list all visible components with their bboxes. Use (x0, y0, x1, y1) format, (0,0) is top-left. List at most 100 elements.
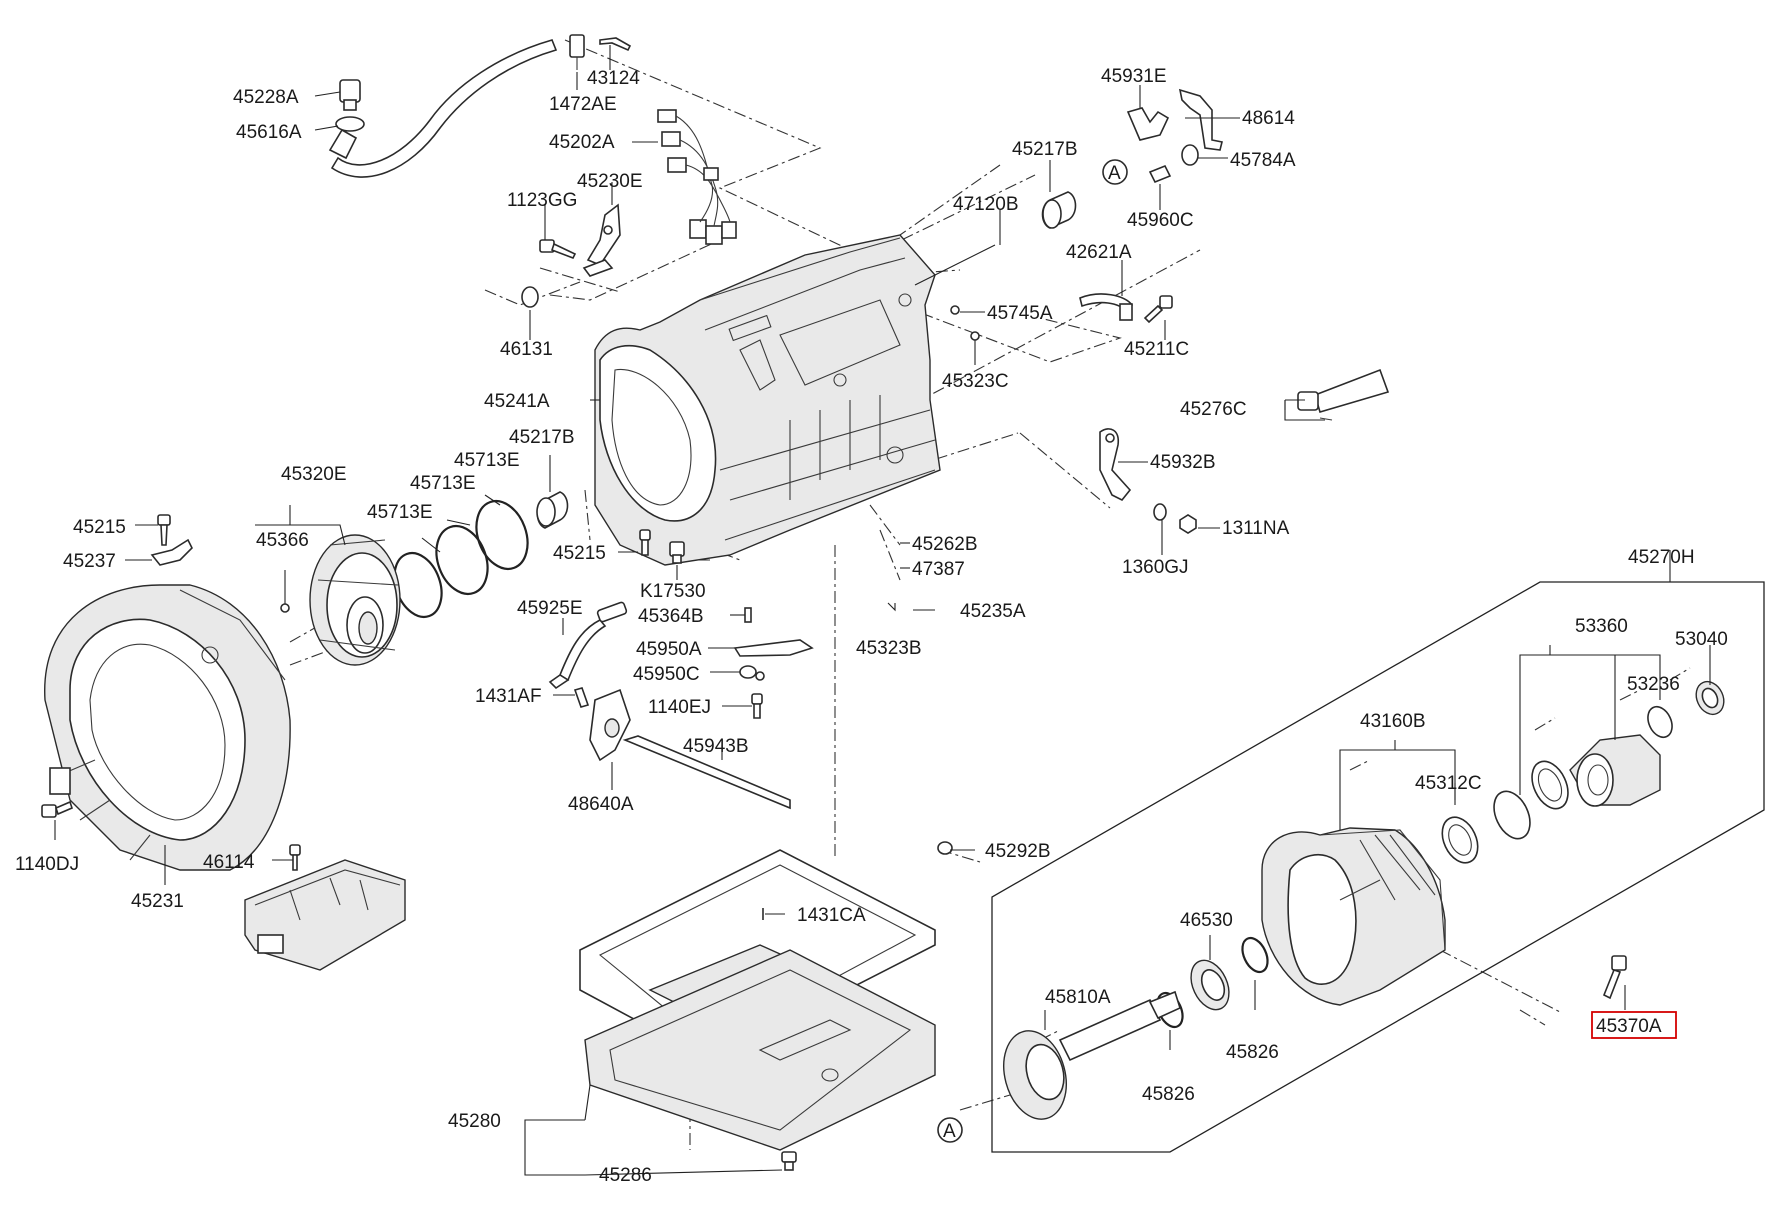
label-45215-left: 45215 (73, 517, 126, 538)
bracket-45230e (586, 203, 621, 266)
oil-pan-45280 (584, 949, 936, 1151)
converter-housing-45231 (44, 584, 291, 871)
label-53236: 53236 (1627, 674, 1680, 695)
label-45211c: 45211C (1124, 339, 1189, 360)
label-45270h: 45270H (1628, 547, 1695, 568)
label-1311na: 1311NA (1222, 518, 1290, 539)
label-45366: 45366 (256, 530, 309, 551)
pin-45366 (280, 603, 290, 613)
washer-1360gj (1153, 503, 1167, 521)
plug-k17530 (669, 541, 685, 564)
label-43160b: 43160B (1360, 711, 1426, 732)
label-45323b: 45323B (856, 638, 922, 659)
label-43124: 43124 (587, 68, 640, 89)
label-47120b: 47120B (953, 194, 1019, 215)
breather-cap-45228a (339, 79, 361, 111)
label-45286: 45286 (599, 1165, 652, 1186)
vent-tube-43124 (599, 37, 632, 52)
label-1431af: 1431AF (475, 686, 542, 707)
label-45826-upper: 45826 (1226, 1042, 1279, 1063)
snap-ring-45826-upper (1241, 936, 1269, 974)
label-45745a: 45745A (987, 303, 1053, 324)
label-45237: 45237 (63, 551, 116, 572)
label-48614: 48614 (1242, 108, 1295, 129)
label-48640a: 48640A (568, 794, 634, 815)
label-45616a: 45616A (236, 122, 302, 143)
label-45235a: 45235A (960, 601, 1026, 622)
label-45202a: 45202A (549, 132, 615, 153)
wiring-harness-45202a (657, 109, 737, 245)
leader-lines (54, 45, 1711, 1176)
label-45950c: 45950C (633, 664, 700, 685)
label-45241a: 45241A (484, 391, 550, 412)
label-45280: 45280 (448, 1111, 501, 1132)
o-ring-45713e-2 (435, 525, 489, 595)
speed-sensor-42621a (1079, 293, 1133, 321)
label-45323c: 45323C (942, 371, 1009, 392)
label-45276c: 45276C (1180, 399, 1247, 420)
label-45932b: 45932B (1150, 452, 1216, 473)
output-shaft-45810a (1003, 990, 1181, 1120)
ring-53360-b-inner (1537, 768, 1563, 802)
lever-48614 (1178, 88, 1223, 151)
plug-45292b (937, 841, 953, 855)
nut-53040 (1695, 680, 1725, 716)
label-46530: 46530 (1180, 910, 1233, 931)
bolt-45370a (1602, 955, 1627, 1000)
detent-plate-48640a (589, 688, 631, 762)
plug-45323c (970, 331, 980, 341)
bushing-45217b-lower (536, 491, 569, 529)
seal-45312c (1441, 816, 1479, 864)
manual-shaft-45943b (622, 735, 791, 810)
callout-a-bottom (937, 1117, 963, 1143)
clip-45950c (739, 665, 765, 681)
bearing-46530 (1190, 959, 1230, 1011)
label-45370a: 45370A (1596, 1016, 1662, 1037)
callout-a-top (1102, 159, 1128, 185)
label-45364b: 45364B (638, 606, 704, 627)
valve-body (244, 859, 406, 971)
ring-53360-a (1493, 790, 1531, 840)
label-47387: 47387 (912, 559, 965, 580)
label-45320e: 45320E (281, 464, 347, 485)
label-1140dj: 1140DJ (15, 854, 79, 875)
drain-plug-45286 (781, 1151, 797, 1171)
label-46131: 46131 (500, 339, 553, 360)
bolt-1140dj (41, 800, 73, 818)
label-45230e: 45230E (577, 171, 643, 192)
pin-45364b (744, 607, 752, 623)
bolt-45211c (1143, 295, 1173, 324)
seal-45312c-inner (1448, 824, 1472, 856)
oil-tube-45925e (548, 601, 628, 690)
bolt-1123gg (539, 239, 577, 260)
label-k17530: K17530 (640, 581, 706, 602)
seal-53236 (1647, 705, 1673, 739)
hose-clamp-45616a (335, 116, 365, 132)
pin-45960c (1148, 164, 1172, 184)
label-45228a: 45228A (233, 87, 299, 108)
bolt-45215-left (157, 514, 171, 546)
sealant-tube-45276c (1297, 368, 1390, 421)
flange-53360 (1569, 734, 1661, 807)
kit-box-45270h (991, 581, 1765, 1153)
label-45231: 45231 (131, 891, 184, 912)
label-45810a: 45810A (1045, 987, 1111, 1008)
label-45943b: 45943B (683, 736, 749, 757)
bracket-45237 (150, 538, 193, 566)
plug-45745a (950, 305, 960, 315)
washer-45784a (1181, 144, 1199, 166)
wire-clip (582, 259, 614, 277)
seal-46131 (521, 286, 539, 308)
bushing-45217b-upper (1041, 191, 1077, 229)
label-45713e-2: 45713E (410, 473, 476, 494)
ring-53360-b (1531, 760, 1569, 810)
bolt-45215-center (639, 529, 651, 556)
label-53040: 53040 (1675, 629, 1728, 650)
label-45292b: 45292B (985, 841, 1051, 862)
label-45217b-lower: 45217B (509, 427, 575, 448)
label-45950a: 45950A (636, 639, 702, 660)
oil-pump-45320e (309, 534, 401, 666)
label-45262b: 45262B (912, 534, 978, 555)
label-45826-lower: 45826 (1142, 1084, 1195, 1105)
